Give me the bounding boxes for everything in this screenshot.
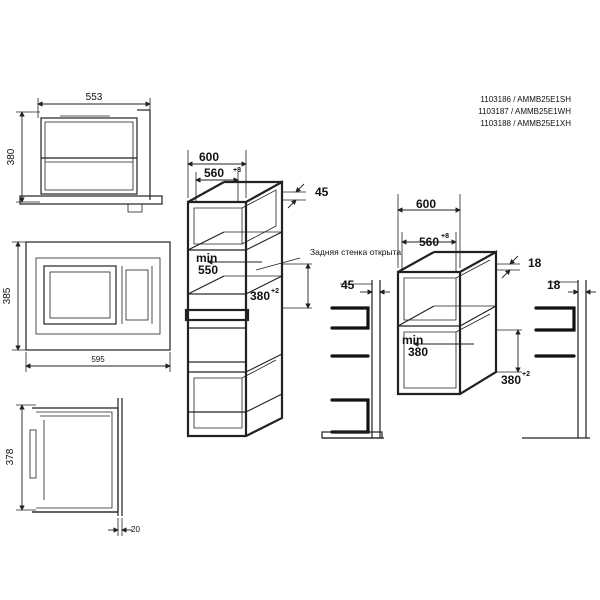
wall-inner-label: 560: [419, 235, 439, 249]
front-height-label: 385: [2, 287, 13, 304]
model-1: 1103186 / AMMB25E1SH: [480, 95, 571, 104]
wall-min-label: min: [402, 333, 423, 347]
front-view: 385 595: [2, 241, 171, 372]
tall-opening-label: 380: [250, 289, 270, 303]
side-view: 553 380: [6, 92, 163, 213]
profile-right: 18: [522, 278, 596, 439]
wall-width-label: 600: [416, 197, 436, 211]
profile-left-offset-label: 45: [341, 278, 355, 292]
side-height-label: 380: [6, 148, 17, 165]
model-list: 1103186 / AMMB25E1SH 1103187 / AMMB25E1W…: [478, 95, 571, 128]
wall-back-offset-label: 18: [528, 256, 542, 270]
profile-left: 45: [321, 278, 390, 439]
wall-opening-tol: +2: [522, 371, 530, 378]
tall-opening-tol: +2: [271, 288, 279, 295]
tall-inner-label: 560: [204, 166, 224, 180]
section-view: 378 20: [5, 398, 140, 536]
wall-min-value: 380: [408, 345, 428, 359]
tall-cabinet: 600 560 +8 45: [184, 150, 401, 438]
wall-opening-label: 380: [501, 373, 521, 387]
tall-min-value: 550: [198, 263, 218, 277]
tall-back-note: Задняя стенка открыта: [310, 247, 401, 257]
section-height-label: 378: [5, 448, 16, 465]
tall-back-offset-label: 45: [315, 185, 329, 199]
section-depth-label: 20: [131, 525, 140, 534]
tall-inner-tol: +8: [233, 167, 241, 174]
model-2: 1103187 / AMMB25E1WH: [478, 107, 571, 116]
profile-right-offset-label: 18: [547, 278, 561, 292]
wall-inner-tol: +8: [441, 233, 449, 240]
tall-width-label: 600: [199, 150, 219, 164]
front-width-label: 595: [91, 355, 105, 364]
tall-min-label: min: [196, 251, 217, 265]
model-3: 1103188 / AMMB25E1XH: [480, 119, 571, 128]
wall-cabinet: 600 560 +8 18 min 380 380 +2: [396, 194, 542, 396]
side-width-label: 553: [86, 92, 103, 103]
